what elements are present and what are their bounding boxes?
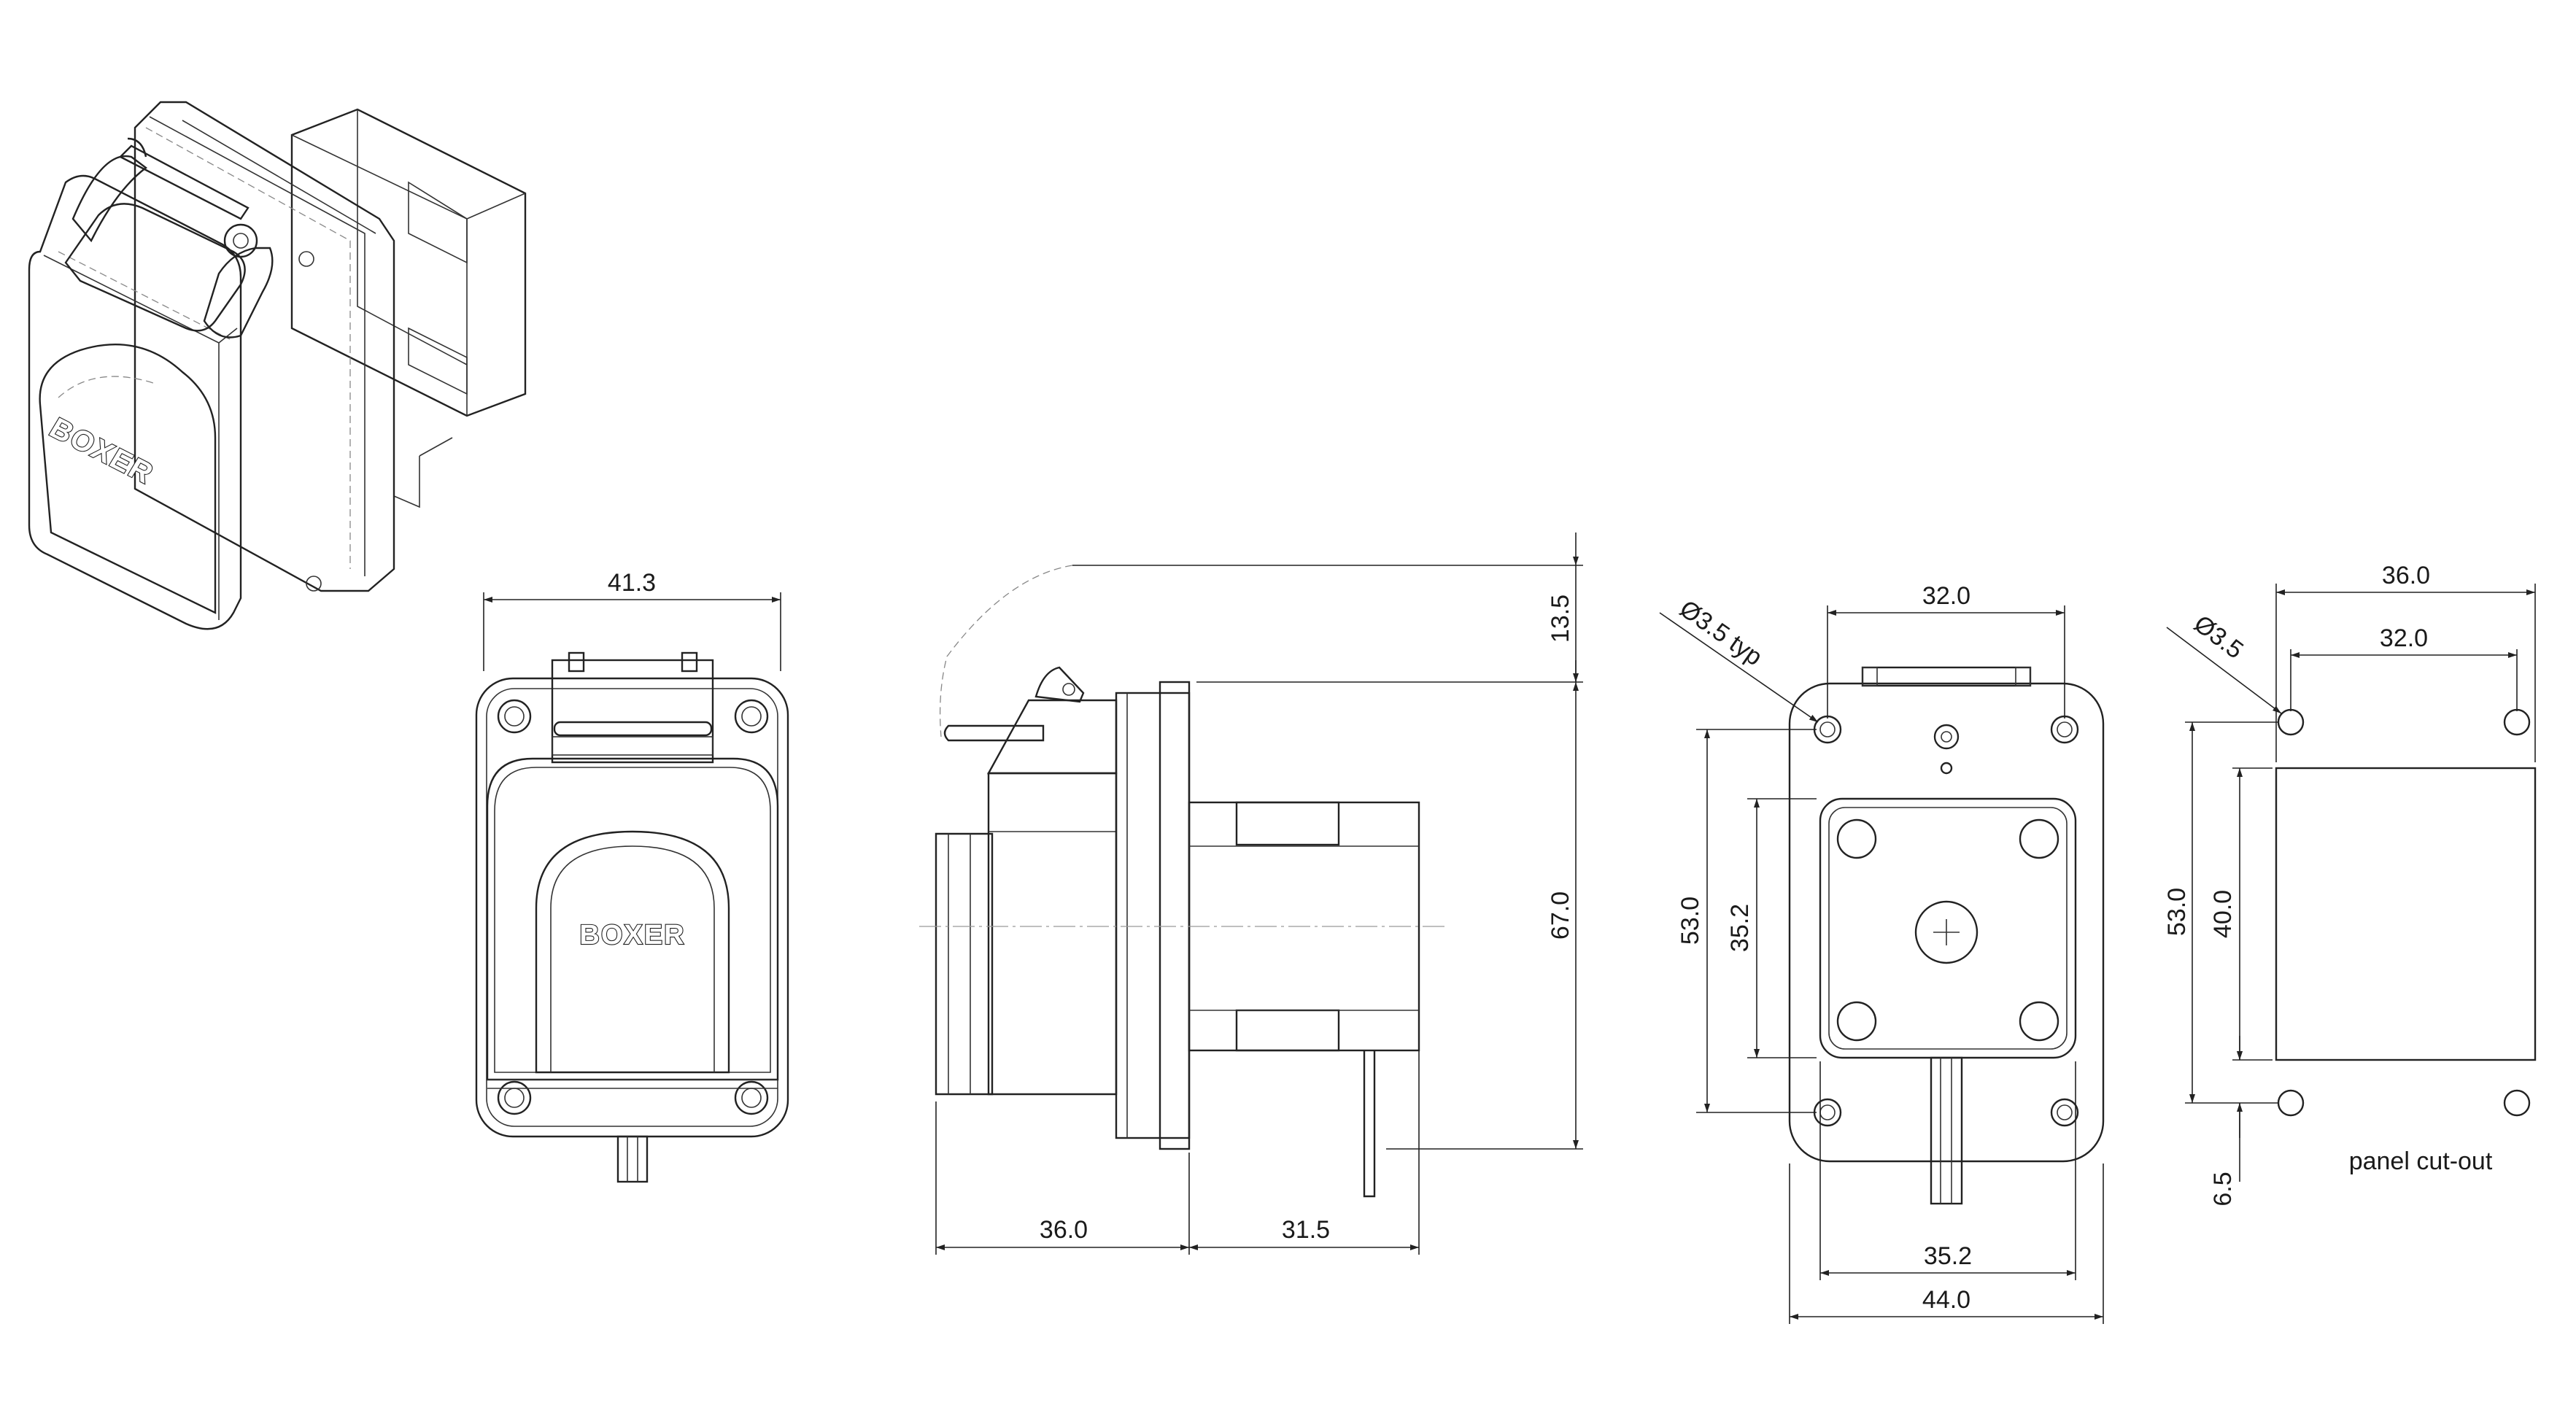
dim-cutout-hole-pitch-x: 32.0 (2380, 624, 2428, 652)
dim-rear-hole-pitch-x: 32.0 (1922, 582, 1970, 610)
front-view: BOXER 41.3 (475, 569, 789, 1183)
brand-label-iso: BOXER (44, 412, 159, 490)
dim-cutout-hole-dia: Ø3.5 (2189, 610, 2248, 665)
isometric-view: BOXER (28, 101, 527, 630)
brand-label-front: BOXER (579, 920, 685, 950)
panel-cutout-view: 36.0 32.0 Ø3.5 53.0 40.0 6.5 panel cut-o… (2163, 562, 2537, 1207)
rear-view: 32.0 Ø3.5 typ 53.0 35.2 35.2 44.0 (1659, 582, 2105, 1324)
side-view: 13.5 67.0 36.0 31.5 (919, 533, 1583, 1255)
dim-side-depth-front: 36.0 (1040, 1216, 1088, 1244)
dim-side-height: 67.0 (1547, 891, 1574, 940)
dim-side-top-offset: 13.5 (1547, 595, 1574, 643)
dim-cutout-hole-pitch-y: 53.0 (2163, 888, 2191, 936)
panel-cutout-label: panel cut-out (2349, 1147, 2493, 1175)
dim-side-depth-rear: 31.5 (1282, 1216, 1330, 1244)
dim-rear-body-height: 35.2 (1726, 904, 1754, 952)
dim-cutout-outer-width: 36.0 (2382, 562, 2430, 589)
dim-rear-flange-width: 44.0 (1922, 1286, 1970, 1314)
dim-front-width: 41.3 (608, 569, 656, 597)
dim-rear-hole-pitch-y: 53.0 (1676, 897, 1704, 945)
dim-cutout-bottom-offset: 6.5 (2209, 1172, 2237, 1206)
dim-cutout-height: 40.0 (2209, 890, 2237, 938)
dim-rear-body-width: 35.2 (1924, 1242, 1972, 1270)
